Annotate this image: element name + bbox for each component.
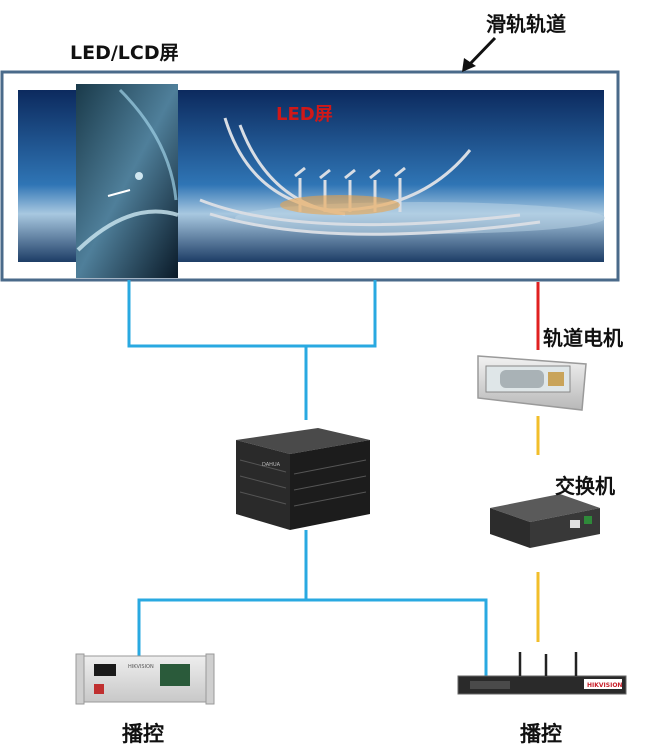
playback-player-right: HIKVISION [457,652,627,695]
track-motor-device [477,355,587,411]
planet-icon [135,172,143,180]
screen-type-label: LED/LCD屏 [70,42,179,64]
signal-line-to-player-left [137,598,488,680]
led-screen-label: LED屏 [276,104,333,125]
player-right-brand: HIKVISION [587,682,622,689]
signal-line-screen-left [127,280,306,348]
processor-brand: DAHUA [262,462,281,468]
video-processor-device: DAHUA [236,428,370,530]
rail-pointer-arrowhead [462,58,476,72]
playback-right-label: 播控 [520,722,562,746]
signal-lines [127,280,488,680]
playback-player-left: HIKVISION [75,653,215,705]
player-left-brand: HIKVISION [128,664,154,670]
lcd-screen-panel [76,84,179,278]
rail-pointer-arrow [466,36,497,68]
network-switch-device [490,494,600,548]
rail-track-label: 滑轨轨道 [486,12,566,36]
playback-left-label: 播控 [122,722,164,746]
switch-label: 交换机 [555,474,615,498]
track-motor-label: 轨道电机 [543,326,623,350]
signal-line-screen-right [306,280,377,348]
